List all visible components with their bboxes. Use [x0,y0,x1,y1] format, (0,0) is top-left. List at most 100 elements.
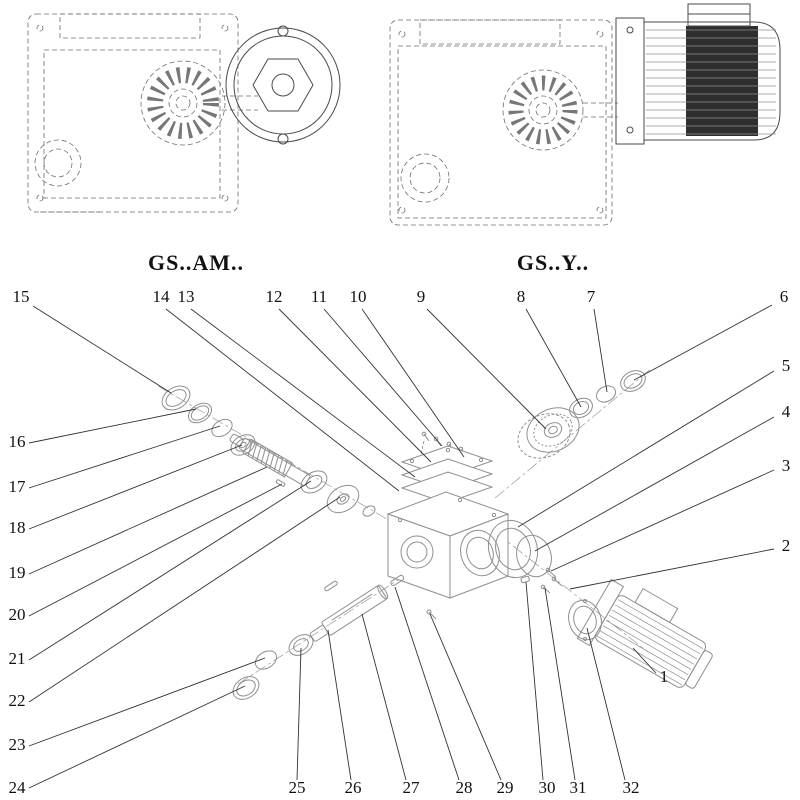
gs-y-motor-dark-core [686,26,758,136]
gs-am-housing-outline [27,13,258,213]
callout-leader-20 [28,483,283,617]
gear-axis [494,367,653,499]
bearing-25 [288,634,314,656]
small-ring [362,505,376,517]
callout-leader-5 [517,370,775,528]
retaining-ring-16 [187,402,213,424]
callout-number-2: 2 [782,536,791,555]
gs-y-motor [615,3,781,145]
callout-number-14: 14 [153,287,171,306]
callout-leader-12 [278,308,432,463]
callout-leader-21 [28,480,312,661]
bearing-18 [230,434,256,456]
pin-26 [324,580,338,592]
callout-number-29: 29 [497,778,514,797]
callout-leader-26 [327,629,352,781]
callout-leader-31 [544,587,576,781]
gs-am-output-flange [225,25,341,145]
callout-number-4: 4 [782,402,791,421]
callout-leader-1 [632,647,657,674]
callout-number-17: 17 [9,477,27,496]
output-shaft-axis [237,575,405,685]
callout-leader-23 [28,657,266,747]
callout-leader-28 [394,586,460,781]
assembled-view-gs-y [389,3,781,226]
worm-shaft-axis [157,385,393,523]
callout-number-21: 21 [9,649,26,668]
seal-ring-15 [161,385,191,411]
callout-leader-22 [28,496,341,703]
view-label-gs-am: GS..AM.. [148,250,244,275]
callout-leader-30 [525,581,544,781]
callout-number-22: 22 [9,691,26,710]
callout-number-6: 6 [780,287,789,306]
callout-number-13: 13 [178,287,195,306]
callout-leader-2 [569,548,775,590]
callout-leader-14 [165,308,400,492]
callout-number-31: 31 [570,778,587,797]
bolts-3 [545,567,563,587]
circlip-7 [595,385,617,403]
callout-leader-15 [32,305,172,394]
gs-y-motor-terminal-box [687,3,751,27]
callout-number-5: 5 [782,356,791,375]
callout-number-10: 10 [350,287,367,306]
oil-seal-24 [232,676,260,700]
callout-number-25: 25 [289,778,306,797]
shim-ring-17 [211,418,233,438]
callout-number-28: 28 [456,778,473,797]
callout-number-32: 32 [623,778,640,797]
plug-30 [520,575,530,584]
callout-leader-9 [426,308,547,430]
bearing-21 [300,470,328,494]
assembled-view-gs-am [27,13,341,213]
callout-number-7: 7 [587,287,596,306]
gear-housing [386,491,510,599]
gs-y-housing-outline [389,19,618,226]
callout-leader-11 [323,308,443,447]
callout-leader-4 [534,416,775,552]
callout-number-26: 26 [345,778,362,797]
motor-axis [479,519,649,653]
washer-disc-22 [326,484,360,514]
output-flange-5 [487,519,539,579]
key-28 [390,574,405,587]
pin-20 [275,479,286,487]
callout-number-24: 24 [9,778,27,797]
gs-am-gear-spokes [147,67,219,139]
callout-number-23: 23 [9,735,26,754]
callout-leader-17 [28,425,221,489]
callout-leader-18 [28,444,243,530]
callout-leader-27 [361,613,407,781]
view-label-gs-y: GS..Y.. [516,250,590,275]
callout-leader-13 [190,308,416,478]
callout-leader-19 [28,466,268,575]
o-ring-4 [516,534,552,578]
callout-number-3: 3 [782,456,791,475]
callout-number-11: 11 [311,287,327,306]
callout-number-8: 8 [517,287,526,306]
callout-number-1: 1 [660,667,669,686]
callout-leader-25 [296,647,302,781]
circlip-23 [254,650,278,670]
callout-leader-32 [586,627,626,781]
callout-leader-6 [633,304,773,381]
callout-number-16: 16 [9,432,26,451]
exploded-view [157,367,713,700]
ring-6 [620,370,646,392]
gs-y-gear-spokes [508,75,578,145]
callout-leader-7 [593,308,608,393]
callout-leader-3 [550,469,775,572]
callout-number-9: 9 [417,287,426,306]
ring-8 [569,397,593,419]
callout-number-20: 20 [9,605,26,624]
adapter-flange-32 [568,599,602,641]
output-shaft-27 [309,584,389,642]
callout-number-19: 19 [9,563,26,582]
callout-leader-24 [28,685,246,789]
callout-number-30: 30 [539,778,556,797]
callout-leader-16 [28,408,197,444]
